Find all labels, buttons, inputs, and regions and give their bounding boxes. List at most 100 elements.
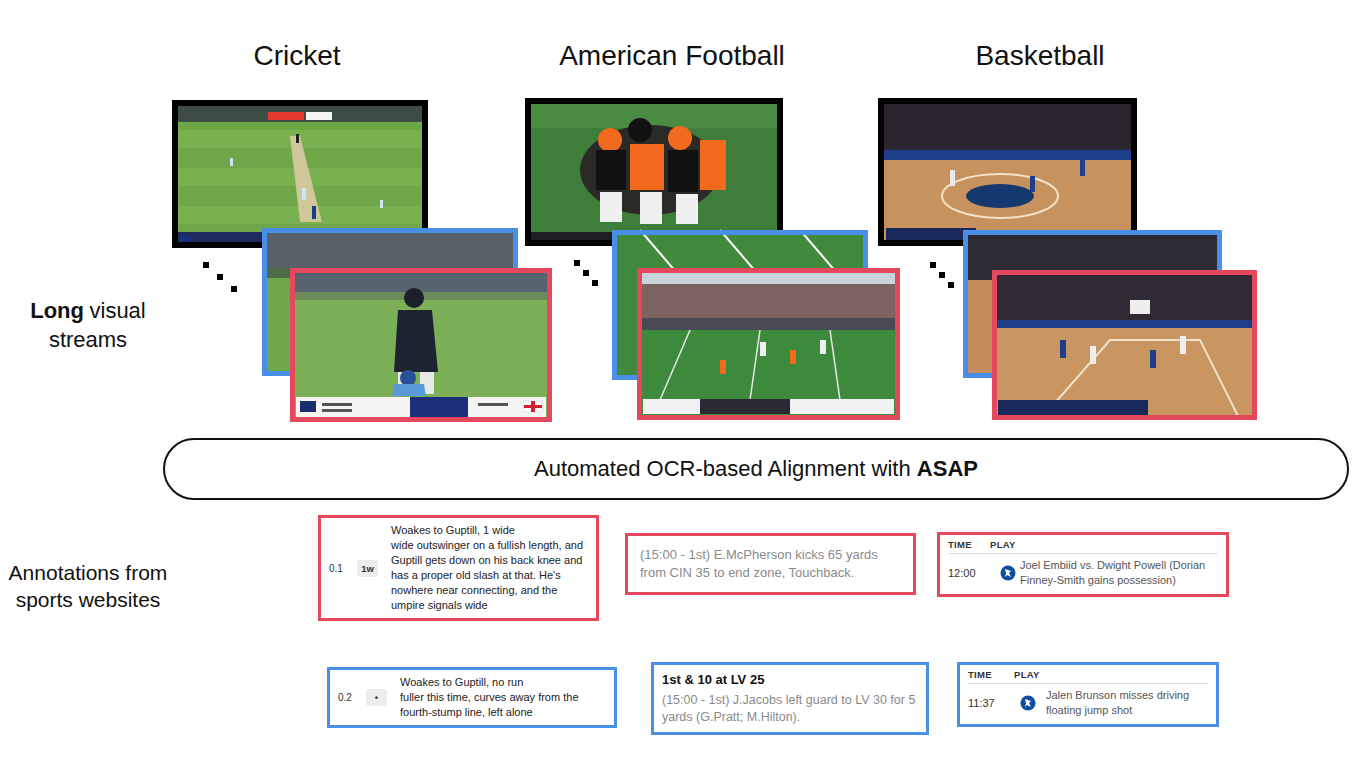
column-header: TIME (948, 539, 990, 550)
basketball-frame (886, 228, 976, 242)
football-frame (660, 330, 690, 400)
football-frame (528, 101, 780, 243)
play-cell: Jalen Brunson misses driving floating ju… (1046, 688, 1208, 718)
time-cell: 12:00 (948, 567, 1000, 579)
football-frame (640, 192, 662, 224)
play-cell: Joel Embiid vs. Dwight Powell (Dorian Fi… (1020, 558, 1218, 588)
annotation-box: (15:00 - 1st) E.McPherson kicks 65 yards… (625, 533, 916, 595)
cricket-frame (524, 405, 542, 408)
football-frame (760, 342, 766, 356)
cricket-frame (478, 403, 508, 406)
basketball-frame (995, 273, 1255, 418)
annotation-box: TIMEPLAY12:00Joel Embiid vs. Dwight Powe… (937, 532, 1229, 597)
football-frame (637, 318, 900, 330)
cricket-frame (296, 134, 299, 143)
football-frame (668, 126, 692, 150)
football-frame (637, 268, 900, 330)
process-label: ASAP (917, 456, 978, 482)
cricket-frame (392, 384, 426, 396)
annotation-row: 0.2 • Woakes to Guptill, no runfuller this… (338, 675, 610, 720)
annotation-box: TIMEPLAY 11:37 Jalen Brunson misses drivin… (957, 662, 1219, 727)
football-frame (598, 128, 622, 152)
team-logo (1001, 566, 1016, 581)
cricket-frame (290, 268, 552, 422)
basketball-frame (878, 98, 1137, 160)
column-title: Basketball (880, 40, 1200, 72)
time-cell: 11:37 (968, 697, 1020, 709)
column-header: TIME (968, 669, 1014, 680)
football-frame (643, 399, 894, 414)
basketball-frame (966, 184, 1034, 208)
football-frame (600, 192, 622, 222)
football-frame (720, 360, 726, 374)
cricket-frame (302, 188, 306, 200)
annotation-box: 0.2 • Woakes to Guptill, no runfuller this… (327, 667, 617, 728)
football-frame (640, 271, 898, 418)
side-label: Annotations from sports websites (8, 559, 168, 613)
continuation-dots (592, 280, 598, 286)
annotation-box: 1st & 10 at LV 25(15:00 - 1st) J.Jacobs … (651, 662, 929, 735)
cricket-frame (268, 112, 304, 120)
side-label: Longvisual streams (18, 296, 158, 354)
basketball-frame (1030, 176, 1035, 192)
table-row: 11:37 Jalen Brunson misses driving floati… (968, 688, 1208, 718)
football-frame (820, 340, 826, 354)
cricket-frame (262, 228, 518, 268)
football-frame (525, 98, 783, 246)
cricket-frame (290, 268, 552, 422)
basketball-frame (992, 320, 1257, 328)
annotation-row: 0.1 1w Woakes to Guptill, 1 widewide outsw… (329, 523, 592, 613)
basketball-frame (992, 270, 1257, 420)
commentary-text: Woakes to Guptill, no run (400, 675, 610, 690)
commentary: Woakes to Guptill, 1 widewide outswinger… (391, 523, 592, 613)
football-frame (700, 399, 790, 414)
commentary-text: fuller this time, curves away from the f… (400, 690, 610, 720)
cricket-frame (306, 112, 332, 120)
play-text: (15:00 - 1st) E.McPherson kicks 65 yards… (640, 546, 901, 582)
team-logo (1000, 565, 1016, 581)
continuation-dots (930, 262, 936, 268)
column-title: Cricket (137, 40, 457, 72)
team-logo (1025, 699, 1031, 707)
cricket-frame (380, 200, 383, 208)
continuation-dots (231, 286, 237, 292)
cricket-frame (293, 271, 550, 420)
cricket-frame (290, 136, 322, 222)
continuation-dots (930, 262, 954, 288)
continuation-dots (583, 270, 589, 276)
cricket-frame (300, 401, 316, 412)
result-badge: 1w (357, 560, 378, 577)
football-frame (676, 194, 698, 224)
column-header: PLAY (1014, 669, 1040, 680)
basketball-frame (1150, 350, 1156, 368)
basketball-frame (1180, 336, 1186, 354)
cricket-frame (410, 397, 468, 417)
basketball-frame (942, 174, 1058, 218)
cricket-frame (404, 288, 424, 308)
basketball-frame (1060, 340, 1066, 358)
basketball-frame (881, 101, 1134, 243)
cricket-frame (312, 206, 316, 219)
cricket-frame (175, 103, 425, 245)
cricket-frame (322, 403, 352, 406)
basketball-frame (950, 170, 955, 186)
football-frame (668, 150, 698, 192)
football-frame (637, 268, 900, 420)
ball-number: 0.2 (338, 692, 358, 703)
basketball-frame (1130, 300, 1150, 314)
ball-number: 0.1 (329, 563, 349, 574)
cricket-frame (230, 158, 233, 166)
continuation-dots (948, 282, 954, 288)
cricket-frame (322, 409, 352, 412)
basketball-frame (1080, 160, 1085, 176)
team-logo (1005, 569, 1011, 577)
continuation-dots (939, 272, 945, 278)
basketball-frame (1090, 346, 1096, 364)
result-badge: • (366, 689, 387, 706)
football-frame (830, 330, 840, 400)
process-oval: Automated OCR-based Alignment withASAP (163, 438, 1349, 500)
football-frame (750, 330, 760, 400)
basketball-frame (878, 98, 1137, 246)
